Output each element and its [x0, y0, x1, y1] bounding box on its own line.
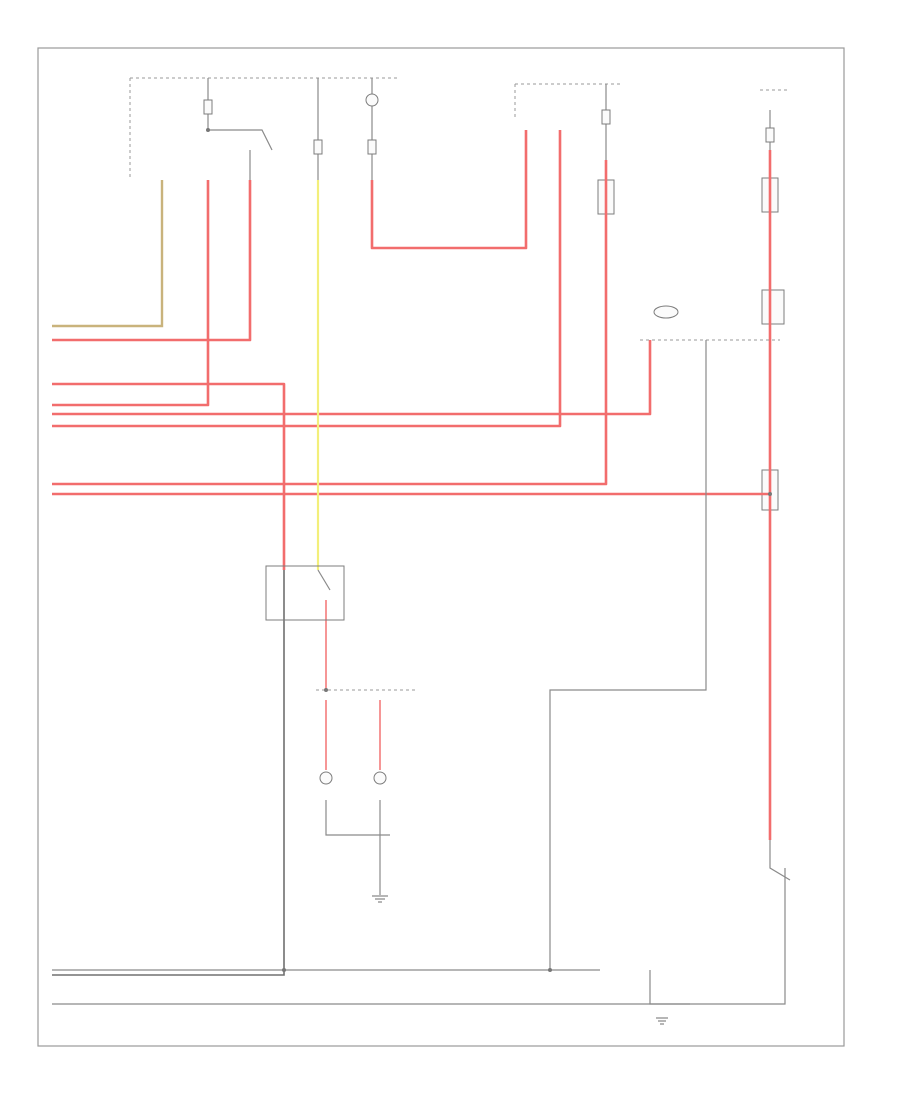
lamp-right-icon	[373, 771, 387, 785]
relay-coil-right	[761, 289, 785, 325]
red-wire-4	[52, 130, 562, 428]
sensor-icon	[653, 305, 679, 319]
gray-wire-right-drop	[549, 340, 707, 970]
fuse-symbol-1	[203, 99, 213, 115]
red-wire-7	[52, 382, 286, 570]
red-wire-3	[370, 130, 528, 250]
red-wire-6	[52, 340, 652, 416]
tan-wire	[52, 180, 164, 328]
red-wire-5	[52, 160, 608, 486]
fuse-symbol-5	[765, 127, 775, 143]
top-switch-arm	[208, 129, 273, 151]
gray-wire-brake-link	[649, 970, 690, 1005]
junction-node-2	[768, 492, 772, 496]
gray-wire-lamp-ground	[325, 800, 390, 836]
junction-node-4	[282, 968, 286, 972]
diagram-frame	[37, 47, 845, 1047]
bulb-symbol-top	[365, 93, 379, 107]
lamp-left-icon	[319, 771, 333, 785]
ground-symbol-lower	[372, 895, 388, 903]
fuse-symbol-2	[313, 139, 323, 155]
gray-wire-bottom-second	[52, 868, 786, 1005]
junction-node-5	[324, 688, 328, 692]
combo-switch-contact	[317, 569, 331, 591]
junction-node-3	[548, 968, 552, 972]
combo-switch-box	[265, 565, 345, 621]
fuse-symbol-4	[601, 109, 611, 125]
ground-symbol-bottom	[656, 1017, 668, 1025]
junction-node-1	[206, 128, 210, 132]
red-wire-2	[52, 180, 252, 342]
brake-switch-arm	[769, 840, 791, 881]
fuse-symbol-3	[367, 139, 377, 155]
gray-wire-combo-left	[52, 570, 285, 976]
red-wire-1	[52, 180, 210, 407]
